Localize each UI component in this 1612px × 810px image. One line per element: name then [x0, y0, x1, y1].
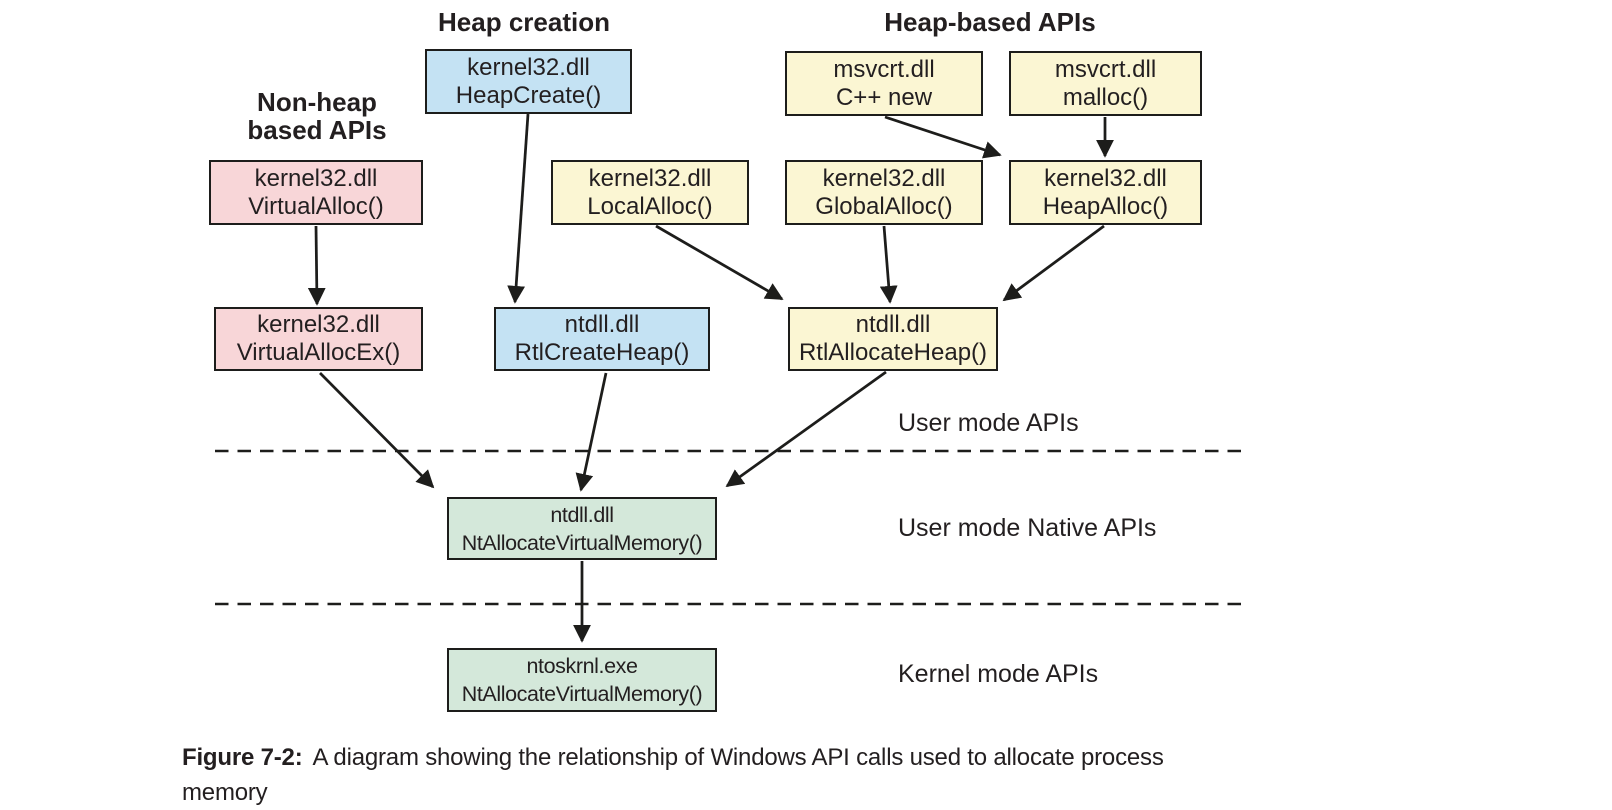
box-function-label: GlobalAlloc(): [815, 192, 953, 220]
label-user-mode-native-apis: User mode Native APIs: [898, 514, 1157, 542]
box-module-label: ntdll.dll: [564, 311, 640, 338]
box-function-label: RtlAllocateHeap(): [798, 339, 988, 366]
box-module-label: ntdll.dll: [855, 311, 931, 338]
box-rtlcreateheap: ntdll.dll RtlCreateHeap(): [494, 307, 710, 371]
box-function-label: HeapCreate(): [455, 81, 602, 109]
box-ntallocatevirtualmemory-user: ntdll.dll NtAllocateVirtualMemory(): [447, 497, 717, 560]
box-heapalloc: kernel32.dll HeapAlloc(): [1009, 160, 1202, 225]
box-function-label: NtAllocateVirtualMemory(): [461, 682, 703, 706]
box-virtualalloc: kernel32.dll VirtualAlloc(): [209, 160, 423, 225]
group-label-heap-creation: Heap creation: [424, 8, 624, 36]
box-module-label: kernel32.dll: [1044, 164, 1167, 192]
group-label-text: Heap-based APIs: [884, 7, 1096, 37]
box-function-label: C++ new: [835, 83, 933, 111]
box-module-label: ntoskrnl.exe: [526, 654, 638, 678]
box-function-label: malloc(): [1062, 83, 1149, 111]
box-rtlallocateheap: ntdll.dll RtlAllocateHeap(): [788, 307, 998, 371]
box-ntallocatevirtualmemory-kernel: ntoskrnl.exe NtAllocateVirtualMemory(): [447, 648, 717, 712]
arrow-localalloc-to-rtlallocateheap: [655, 224, 784, 301]
box-module-label: kernel32.dll: [588, 164, 712, 192]
arrow-rtlcreateheap-to-ntallocatevirtualmemory: [575, 372, 608, 492]
box-module-label: kernel32.dll: [257, 311, 380, 338]
group-label-heap-based-apis: Heap-based APIs: [880, 8, 1100, 36]
group-label-text: Heap creation: [438, 7, 610, 37]
box-module-label: ntdll.dll: [550, 502, 614, 527]
box-function-label: HeapAlloc(): [1042, 192, 1169, 220]
arrow-virtualallocex-to-ntallocatevirtualmemory: [319, 372, 435, 489]
box-module-label: msvcrt.dll: [1054, 55, 1157, 83]
box-malloc: msvcrt.dll malloc(): [1009, 51, 1202, 116]
box-function-label: VirtualAlloc(): [248, 192, 384, 220]
box-function-label: RtlCreateHeap(): [514, 339, 690, 366]
box-virtualallocex: kernel32.dll VirtualAllocEx(): [214, 307, 423, 371]
arrow-heapalloc-to-rtlallocateheap: [1002, 224, 1105, 302]
box-module-label: msvcrt.dll: [833, 55, 935, 83]
box-module-label: kernel32.dll: [467, 53, 590, 81]
arrow-virtualalloc-to-virtualallocex: [307, 225, 326, 306]
box-function-label: LocalAlloc(): [587, 192, 713, 220]
box-cppnew: msvcrt.dll C++ new: [785, 51, 983, 116]
group-label-text: based APIs: [247, 115, 387, 145]
box-function-label: NtAllocateVirtualMemory(): [461, 530, 703, 555]
group-label-text: Non-heap: [257, 87, 377, 117]
box-module-label: kernel32.dll: [254, 164, 378, 192]
arrow-heapcreate-to-rtlcreateheap: [507, 113, 530, 304]
caption-line-2: memory: [182, 779, 268, 806]
figure-caption: Figure 7-2: A diagram showing the relatio…: [182, 740, 1342, 810]
caption-figure-number: Figure 7-2:: [182, 744, 303, 771]
label-kernel-mode-apis: Kernel mode APIs: [898, 660, 1099, 688]
box-function-label: VirtualAllocEx(): [236, 339, 401, 366]
caption-text: A diagram showing the relationship of Wi…: [312, 744, 1164, 771]
arrow-rtlallocateheap-to-ntallocatevirtualmemory: [725, 370, 887, 488]
arrow-globalalloc-to-rtlallocateheap: [879, 225, 898, 304]
box-heapcreate: kernel32.dll HeapCreate(): [425, 49, 632, 114]
caption-line-1: Figure 7-2: A diagram showing the relatio…: [182, 740, 1342, 775]
group-label-non-heap-apis: Non-heap based APIs: [217, 88, 417, 144]
label-user-mode-apis: User mode APIs: [898, 409, 1079, 437]
arrow-cppnew-to-heapalloc: [884, 115, 1002, 159]
box-localalloc: kernel32.dll LocalAlloc(): [551, 160, 749, 225]
box-globalalloc: kernel32.dll GlobalAlloc(): [785, 160, 983, 225]
box-module-label: kernel32.dll: [822, 164, 946, 192]
